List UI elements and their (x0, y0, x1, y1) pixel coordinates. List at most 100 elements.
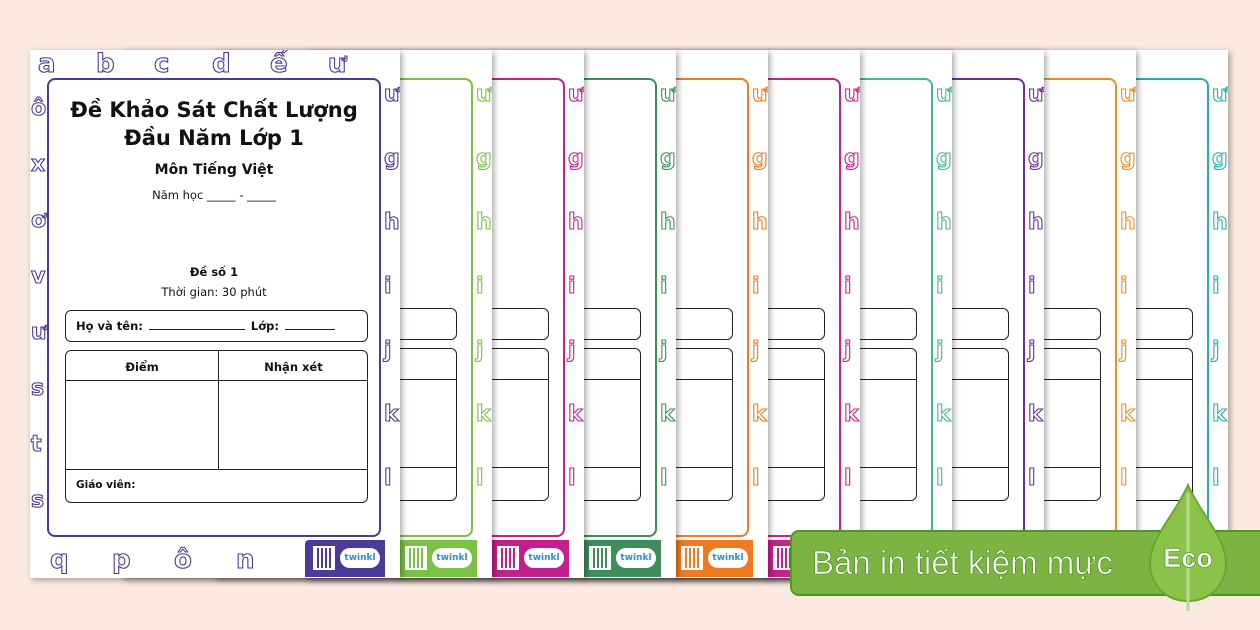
subject: Môn Tiếng Việt (154, 162, 274, 178)
border-letter: g (475, 146, 492, 171)
border-letter: k (659, 402, 675, 427)
border-letter: l (1211, 466, 1220, 491)
qr-code-icon (497, 546, 519, 570)
twinkl-logo: twinkl (616, 548, 656, 568)
twinkl-logo: twinkl (432, 548, 472, 568)
border-letter: k (383, 402, 399, 427)
border-letter: g (659, 146, 676, 171)
score-table: Điểm Nhận xét Giáo viên: (65, 350, 368, 503)
border-letter: h (843, 210, 860, 235)
border-letter: ư (475, 82, 492, 107)
border-letter: ư (1211, 82, 1228, 107)
teacher-label: Giáo viên: (76, 479, 136, 491)
border-letter: ư (1027, 82, 1044, 107)
border-letter: s (30, 376, 45, 401)
border-letter: g (751, 146, 768, 171)
border-letter: ơ (30, 208, 47, 233)
border-letter: k (843, 402, 859, 427)
border-letter: k (1119, 402, 1135, 427)
border-letter: j (1119, 338, 1128, 363)
border-letter: i (1027, 274, 1036, 299)
border-letter: h (935, 210, 952, 235)
leaf-icon (1148, 483, 1228, 611)
border-letter: h (751, 210, 768, 235)
border-letter: ô (173, 545, 192, 575)
qr-code-icon (313, 546, 335, 570)
name-field-box: Họ và tên: Lớp: (65, 310, 368, 342)
border-letter: g (1211, 146, 1228, 171)
eco-badge: Eco (1163, 543, 1213, 574)
border-letter: ư (843, 82, 860, 107)
border-letter: h (383, 210, 400, 235)
twinkl-badge: twinkl (305, 540, 385, 577)
border-letter: g (843, 146, 860, 171)
border-letter: k (1211, 402, 1227, 427)
border-letter: ư (1119, 82, 1136, 107)
border-letter: i (567, 274, 576, 299)
border-letter: x (30, 152, 46, 177)
border-letter: a (37, 50, 56, 79)
twinkl-logo: twinkl (524, 548, 564, 568)
border-letter: ô (30, 96, 47, 121)
border-letter: ế (269, 50, 288, 79)
border-letter: g (935, 146, 952, 171)
border-letter: k (751, 402, 767, 427)
qr-code-icon (405, 546, 427, 570)
class-label: Lớp: (250, 319, 279, 333)
twinkl-badge: twinkl (397, 540, 477, 577)
border-letter: j (659, 338, 668, 363)
border-letter: i (843, 274, 852, 299)
border-letter: i (383, 274, 392, 299)
border-letter: ư (935, 82, 952, 107)
border-letter: l (659, 466, 668, 491)
border-letter: k (935, 402, 951, 427)
border-letter: i (659, 274, 668, 299)
border-letter: i (935, 274, 944, 299)
border-letter: i (1119, 274, 1128, 299)
border-letter: ư (327, 50, 347, 79)
border-letter: i (751, 274, 760, 299)
qr-code-icon (681, 546, 703, 570)
border-letter: g (1119, 146, 1136, 171)
border-letter: v (30, 264, 46, 289)
border-letter: j (751, 338, 760, 363)
border-letter: l (1119, 466, 1128, 491)
twinkl-badge: twinkl (673, 540, 753, 577)
twinkl-logo: twinkl (708, 548, 748, 568)
border-letter: k (1027, 402, 1043, 427)
border-letter: g (567, 146, 584, 171)
border-letter: b (95, 50, 115, 79)
border-letter: ư (383, 82, 400, 107)
border-letter: j (475, 338, 484, 363)
border-letter: l (475, 466, 484, 491)
border-letter: s (30, 488, 45, 513)
border-letter: h (1119, 210, 1136, 235)
border-letter: g (1027, 146, 1044, 171)
name-label: Họ và tên: (76, 319, 143, 333)
qr-code-icon (589, 546, 611, 570)
exam-number: Đề số 1 (189, 265, 239, 279)
border-letter: h (1211, 210, 1228, 235)
border-letter: h (659, 210, 676, 235)
duration: Thời gian: 30 phút (161, 285, 267, 299)
border-letter: j (383, 338, 392, 363)
border-letter: i (1211, 274, 1220, 299)
border-letter: l (383, 466, 392, 491)
twinkl-badge: twinkl (489, 540, 569, 577)
border-letter: j (1211, 338, 1220, 363)
border-letter: c (153, 50, 170, 79)
border-letter: k (475, 402, 491, 427)
border-letter: h (1027, 210, 1044, 235)
comment-header: Nhận xét (264, 360, 323, 374)
border-letter: n (235, 545, 255, 575)
border-letter: q (49, 545, 69, 575)
twinkl-logo: twinkl (340, 548, 380, 568)
border-letter: l (935, 466, 944, 491)
border-letter: j (935, 338, 944, 363)
border-letter: p (111, 545, 131, 575)
twinkl-badge: twinkl (581, 540, 661, 577)
border-letter: d (211, 50, 231, 79)
border-letter: h (475, 210, 492, 235)
